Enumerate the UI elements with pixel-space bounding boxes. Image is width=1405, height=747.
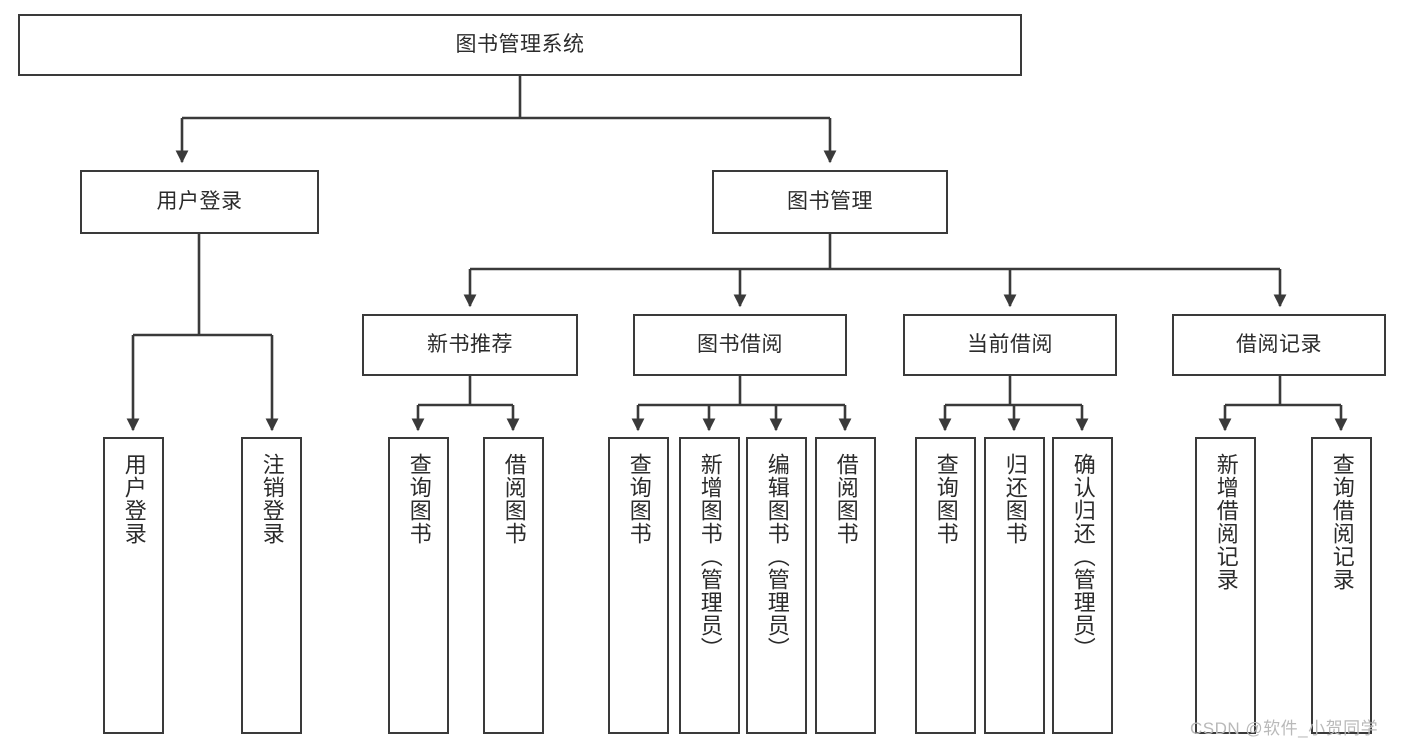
leaf-borrow-book-2-label: 借阅图书	[833, 453, 859, 545]
node-book-manage[interactable]: 图书管理	[712, 170, 948, 234]
leaf-logout-login[interactable]: 注销登录	[241, 437, 302, 734]
leaf-edit-book[interactable]: 编辑图书（管理员）	[746, 437, 807, 734]
leaf-confirm-return-label: 确认归还（管理员）	[1070, 453, 1096, 660]
leaf-logout-login-label: 注销登录	[259, 453, 285, 545]
csdn-watermark: CSDN @软件_小贺同学	[1190, 719, 1379, 738]
leaf-query-book-1-label: 查询图书	[406, 453, 432, 545]
leaf-user-login-label: 用户登录	[121, 453, 147, 545]
leaf-query-book-1[interactable]: 查询图书	[388, 437, 449, 734]
leaf-query-book-3[interactable]: 查询图书	[915, 437, 976, 734]
node-root-label: 图书管理系统	[455, 33, 585, 57]
leaf-query-book-3-label: 查询图书	[933, 453, 959, 545]
leaf-borrow-book-2[interactable]: 借阅图书	[815, 437, 876, 734]
node-current-borrow[interactable]: 当前借阅	[903, 314, 1117, 376]
node-borrow-record-label: 借阅记录	[1236, 333, 1322, 357]
node-user-login-label: 用户登录	[156, 190, 243, 214]
node-book-borrow-label: 图书借阅	[697, 333, 783, 357]
node-root[interactable]: 图书管理系统	[18, 14, 1022, 76]
leaf-query-book-2-label: 查询图书	[626, 453, 652, 545]
leaf-borrow-book-1-label: 借阅图书	[501, 453, 527, 545]
leaf-return-book-label: 归还图书	[1002, 453, 1028, 545]
leaf-add-record-label: 新增借阅记录	[1213, 453, 1239, 591]
node-new-book-recommend-label: 新书推荐	[427, 333, 513, 357]
leaf-query-book-2[interactable]: 查询图书	[608, 437, 669, 734]
leaf-add-book[interactable]: 新增图书（管理员）	[679, 437, 740, 734]
leaf-query-record[interactable]: 查询借阅记录	[1311, 437, 1372, 734]
node-user-login[interactable]: 用户登录	[80, 170, 319, 234]
leaf-add-record[interactable]: 新增借阅记录	[1195, 437, 1256, 734]
leaf-borrow-book-1[interactable]: 借阅图书	[483, 437, 544, 734]
node-book-borrow[interactable]: 图书借阅	[633, 314, 847, 376]
leaf-return-book[interactable]: 归还图书	[984, 437, 1045, 734]
leaf-query-record-label: 查询借阅记录	[1329, 453, 1355, 591]
node-book-manage-label: 图书管理	[787, 190, 873, 214]
node-borrow-record[interactable]: 借阅记录	[1172, 314, 1386, 376]
node-new-book-recommend[interactable]: 新书推荐	[362, 314, 578, 376]
leaf-add-book-label: 新增图书（管理员）	[697, 453, 723, 660]
leaf-user-login[interactable]: 用户登录	[103, 437, 164, 734]
leaf-edit-book-label: 编辑图书（管理员）	[764, 453, 790, 660]
node-current-borrow-label: 当前借阅	[967, 333, 1053, 357]
leaf-confirm-return[interactable]: 确认归还（管理员）	[1052, 437, 1113, 734]
